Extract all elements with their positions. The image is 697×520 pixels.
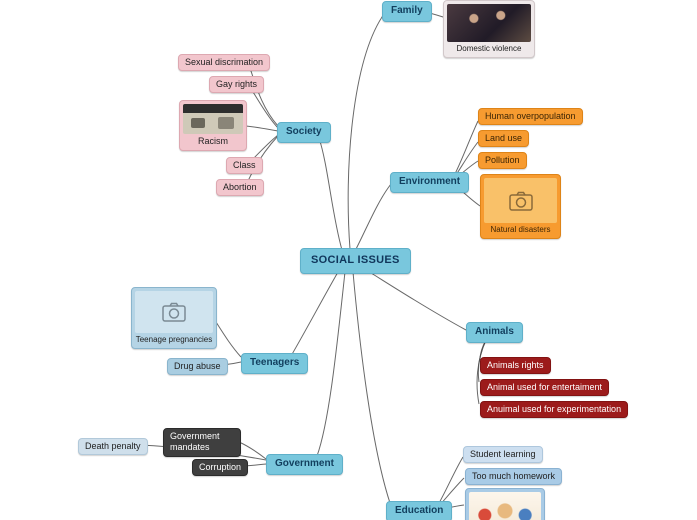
node-domestic-violence[interactable]: Domestic violence <box>443 0 535 58</box>
natural-disasters-caption: Natural disasters <box>490 225 551 234</box>
node-class[interactable]: Class <box>226 157 263 175</box>
edge-teen-pregnancies <box>215 321 242 358</box>
node-human-overpopulation[interactable]: Human overpopulation <box>478 108 583 126</box>
node-natural-disasters[interactable]: Natural disasters <box>480 174 561 239</box>
node-animal-experimentation[interactable]: Anuimal used for experimentation <box>480 401 629 419</box>
branch-teenagers[interactable]: Teenagers <box>241 353 309 374</box>
racism-caption: Racism <box>197 136 228 146</box>
edge-center-family <box>347 13 385 250</box>
node-land-use[interactable]: Land use <box>478 130 530 148</box>
edge-society-racism <box>245 125 279 132</box>
node-animal-entertainment[interactable]: Animal used for entertaiment <box>480 379 610 397</box>
teenage-pregnancies-caption: Teenage pregnancies <box>135 335 213 344</box>
edge-center-education <box>352 271 391 504</box>
edge-edu-student <box>437 456 464 506</box>
node-gay-rights[interactable]: Gay rights <box>209 76 265 94</box>
central-topic[interactable]: SOCIAL ISSUES <box>300 248 411 274</box>
edge-center-animals <box>359 265 467 331</box>
branch-environment[interactable]: Environment <box>390 172 470 193</box>
racism-image-figure-left <box>191 118 205 128</box>
node-animals-rights[interactable]: Animals rights <box>480 357 551 375</box>
node-corruption[interactable]: Corruption <box>192 459 249 477</box>
node-student-learning[interactable]: Student learning <box>463 446 543 464</box>
education-cartoon-image <box>469 492 541 520</box>
branch-family[interactable]: Family <box>382 1 432 22</box>
node-pollution[interactable]: Pollution <box>478 152 527 170</box>
node-teenage-pregnancies[interactable]: Teenage pregnancies <box>131 287 217 349</box>
edge-society-sexual <box>249 67 279 127</box>
node-sexual-discrimation[interactable]: Sexual discrimation <box>178 54 271 72</box>
edge-society-gay <box>250 88 279 129</box>
domestic-violence-caption: Domestic violence <box>456 44 522 53</box>
camera-icon <box>508 191 533 211</box>
branch-animals[interactable]: Animals <box>466 322 523 343</box>
camera-icon <box>162 302 186 322</box>
node-education-image[interactable] <box>465 488 545 520</box>
node-too-much-homework[interactable]: Too much homework <box>465 468 563 486</box>
node-abortion[interactable]: Abortion <box>216 179 264 197</box>
edge-center-teenagers <box>290 271 339 357</box>
racism-image <box>183 104 243 134</box>
domestic-violence-photo <box>447 4 531 42</box>
edge-animals-experimentation <box>476 339 487 405</box>
node-racism[interactable]: Racism <box>179 100 247 152</box>
edge-center-government <box>316 271 346 457</box>
branch-government[interactable]: Government <box>266 454 343 475</box>
node-government-mandates[interactable]: Government mandates <box>163 428 241 457</box>
branch-education[interactable]: Education <box>386 501 453 520</box>
edge-center-environment <box>354 183 392 252</box>
edge-gov-mandates <box>238 441 267 460</box>
node-drug-abuse[interactable]: Drug abuse <box>167 358 228 376</box>
edge-center-society <box>318 137 343 251</box>
racism-image-band <box>183 104 243 113</box>
natural-disasters-image-placeholder <box>484 178 557 223</box>
teenage-pregnancies-image-placeholder <box>135 291 213 333</box>
branch-society[interactable]: Society <box>277 122 331 143</box>
node-death-penalty[interactable]: Death penalty <box>78 438 148 456</box>
edge-env-overpopulation <box>453 120 479 177</box>
racism-image-figure-right <box>218 117 234 129</box>
